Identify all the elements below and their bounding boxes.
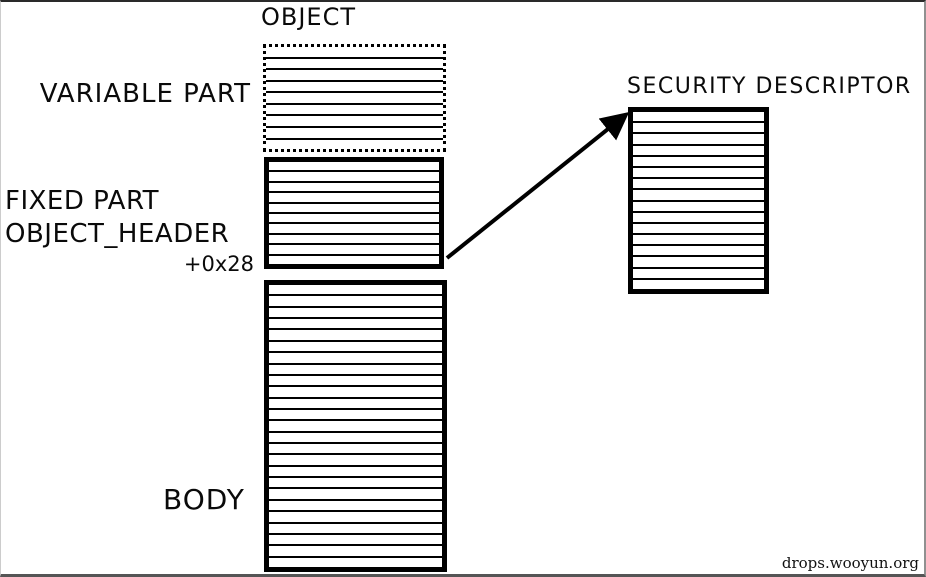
hatch-line-row <box>633 112 764 121</box>
hatch-line-row <box>269 339 442 351</box>
body-label: BODY <box>163 483 245 516</box>
hatch-line-row <box>269 407 442 419</box>
hatch-line-row <box>633 277 764 289</box>
hatch-line-row <box>633 143 764 155</box>
hatch-line-row <box>269 555 442 567</box>
hatch-line-row <box>633 132 764 143</box>
hatch-line-row <box>269 464 442 476</box>
hatch-line-row <box>266 47 443 57</box>
hatch-line-row <box>633 177 764 188</box>
hatch-line-row <box>633 199 764 211</box>
hatch-line-row <box>633 210 764 222</box>
hatch-line-row <box>269 170 439 180</box>
hatch-line-row <box>266 91 443 103</box>
hatch-line-row <box>269 521 442 533</box>
hatch-line-row <box>266 137 443 150</box>
hatch-line-row <box>269 396 442 408</box>
hatch-line-row <box>269 385 442 396</box>
hatch-line-row <box>269 373 442 385</box>
hatch-line-row <box>633 266 764 278</box>
hatch-line-row <box>266 68 443 80</box>
offset-0x28-label: +0x28 <box>183 252 254 276</box>
hatch-line-row <box>269 162 439 170</box>
security-descriptor-label: SECURITY DESCRIPTOR <box>627 74 912 99</box>
hatch-line-row <box>269 453 442 464</box>
hatch-line-row <box>269 305 442 317</box>
hatch-line-row <box>633 244 764 255</box>
hatch-line-row <box>269 232 439 243</box>
object-header-box <box>264 157 444 269</box>
hatch-line-row <box>266 56 443 69</box>
hatch-line-row <box>266 125 443 138</box>
hatch-line-row <box>269 222 439 232</box>
variable-part-box <box>263 44 446 152</box>
fixed-part-label: FIXED PART <box>5 186 160 216</box>
hatch-line-row <box>633 233 764 244</box>
hatch-line-row <box>633 154 764 166</box>
hatch-line-row <box>269 253 439 264</box>
hatch-line-row <box>269 442 442 453</box>
hatch-line-row <box>269 180 439 191</box>
hatch-line-row <box>269 476 442 487</box>
security-descriptor-box <box>628 107 769 294</box>
hatch-line-row <box>269 243 439 253</box>
hatch-line-row <box>269 212 439 222</box>
variable-part-label: VARIABLE PART <box>39 79 251 109</box>
hatch-line-row <box>269 532 442 544</box>
hatch-line-row <box>269 419 442 430</box>
hatch-line-row <box>269 487 442 498</box>
hatch-line-row <box>633 121 764 132</box>
hatch-line-row <box>269 430 442 442</box>
hatch-line-row <box>269 351 442 362</box>
hatch-line-row <box>269 191 439 201</box>
hatch-line-row <box>269 362 442 374</box>
hatch-line-row <box>633 255 764 266</box>
hatch-line-row <box>266 102 443 115</box>
fixed-part-label-block: FIXED PART OBJECT_HEADER +0x28 <box>5 185 254 277</box>
hatch-line-row <box>266 114 443 126</box>
object-header-label: OBJECT_HEADER <box>5 219 230 249</box>
body-box <box>264 280 447 572</box>
object-title-label: OBJECT <box>261 3 357 31</box>
hatch-line-row <box>269 201 439 212</box>
hatch-line-row <box>633 165 764 177</box>
hatch-line-row <box>269 317 442 328</box>
hatch-line-row <box>266 79 443 92</box>
hatch-line-row <box>269 294 442 305</box>
hatch-line-row <box>269 285 442 294</box>
hatch-line-row <box>269 328 442 339</box>
hatch-line-row <box>633 188 764 199</box>
hatch-line-row <box>269 498 442 510</box>
hatch-line-row <box>633 221 764 233</box>
hatch-line-row <box>269 510 442 521</box>
watermark-text: drops.wooyun.org <box>781 554 919 572</box>
hatch-line-row <box>269 544 442 555</box>
